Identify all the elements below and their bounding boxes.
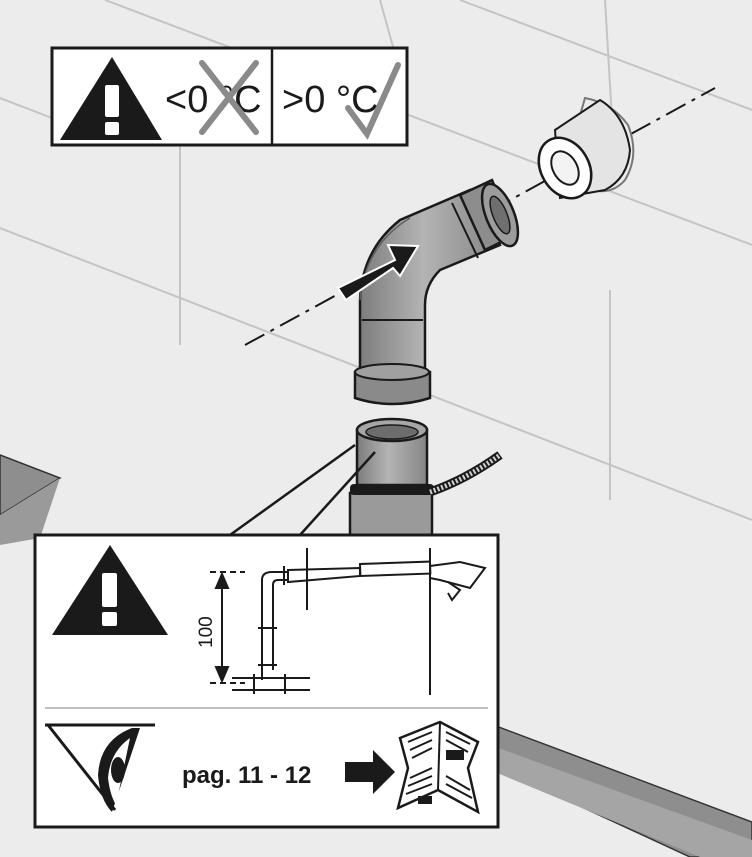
warning-icon: [60, 57, 162, 140]
elbow-pipe: [353, 178, 520, 406]
floor-strip-left-edge: [0, 478, 60, 545]
push-arrow-icon: [336, 243, 420, 302]
wall-sleeve: [537, 96, 635, 200]
eye-icon: [45, 723, 155, 812]
braided-hose: [428, 451, 503, 497]
ok-temp-label: >0 °C: [282, 79, 379, 121]
callout-box: 100 pag. 11 - 12: [33, 533, 500, 829]
page-reference: pag. 11 - 12: [182, 762, 311, 789]
warning-icon: [52, 545, 168, 635]
cross-icon: [199, 60, 259, 135]
axis-centerline: [244, 87, 716, 346]
temperature-panel: <0 °C >0 °C: [50, 46, 409, 147]
floor-outlet-pipe: [348, 417, 503, 540]
reference-arrow: [345, 750, 395, 794]
manual-icon: [396, 720, 480, 815]
sealing-ring: [350, 484, 434, 495]
check-icon: [345, 62, 401, 140]
siphon-schematic: [210, 548, 487, 695]
callout-leader: [229, 443, 376, 537]
dimension-value: 100: [196, 616, 217, 648]
